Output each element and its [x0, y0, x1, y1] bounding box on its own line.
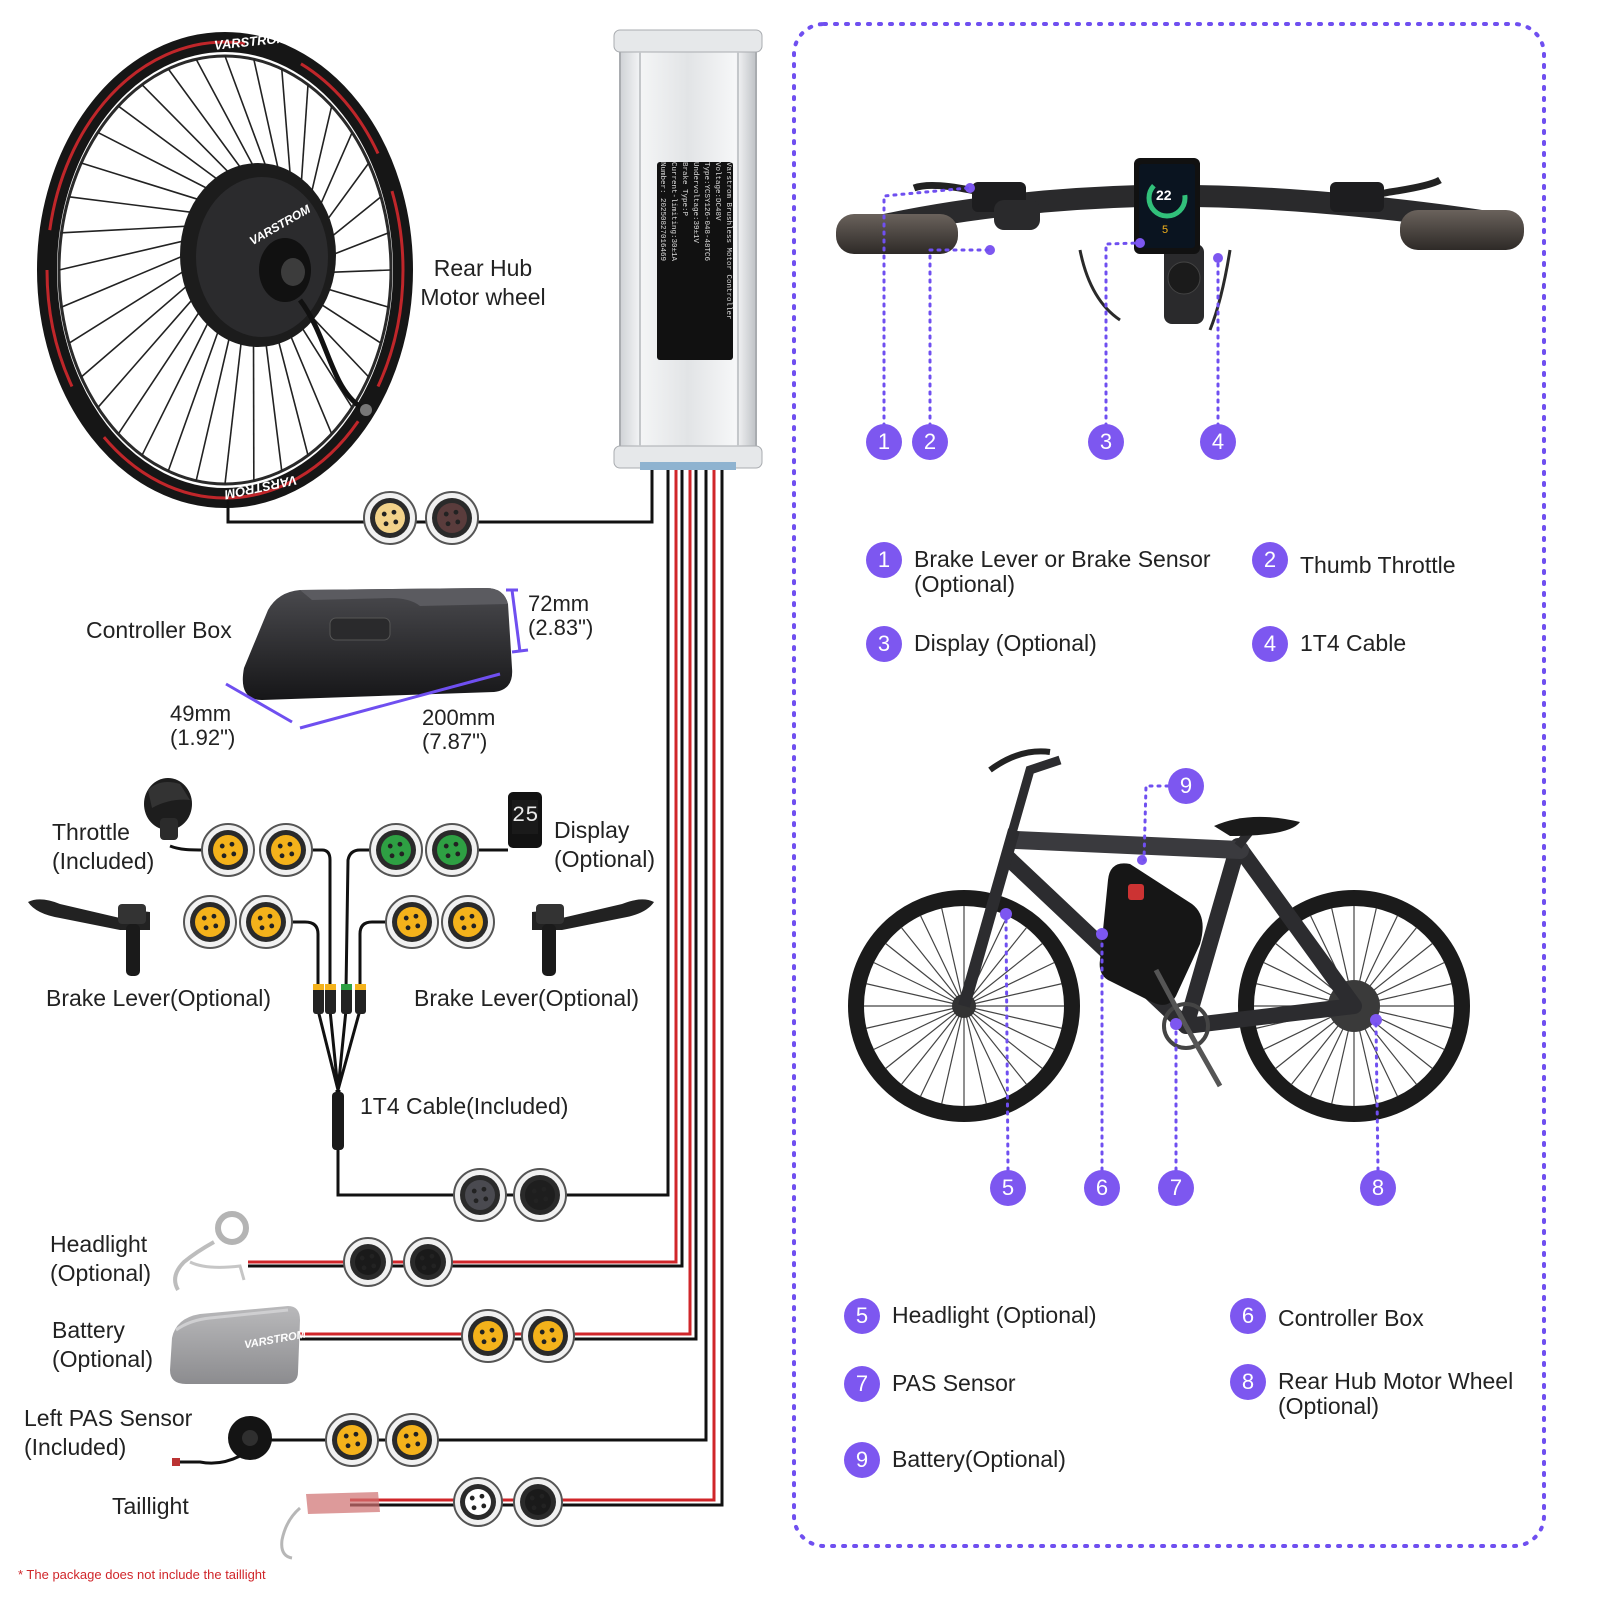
battery-illustration: [170, 1306, 300, 1384]
throttle-label: Throttle(Included): [52, 819, 155, 874]
connector: [385, 895, 439, 949]
legend-item-7: 7 PAS Sensor: [844, 1366, 1016, 1402]
display-level-readout: 5: [1162, 224, 1169, 236]
connector: [183, 895, 237, 949]
legend-item-9: 9 Battery(Optional): [844, 1442, 1066, 1478]
bike-callout-8: 8: [1360, 1170, 1396, 1206]
connector: [239, 895, 293, 949]
handlebar-photo: [836, 158, 1524, 331]
pas-sensor-illustration: [172, 1416, 272, 1466]
display-illustration: [508, 792, 542, 848]
dimension-height: 72mm(2.83"): [528, 591, 594, 640]
connector: [521, 1309, 575, 1363]
taillight-label: Taillight: [112, 1493, 189, 1519]
battery-label: Battery(Optional): [52, 1317, 153, 1372]
handlebar-leader-lines: [882, 186, 1220, 428]
legend-item-5: 5 Headlight (Optional): [844, 1298, 1097, 1334]
legend-item-4: 4 1T4 Cable: [1252, 626, 1406, 662]
controller-spec-line: Current-limiting:30±1A: [669, 162, 677, 262]
1t4-cable-plugs: [313, 984, 366, 1150]
controller-spec-line: Varstrom Brushless Motor Controller: [724, 162, 732, 320]
bike-callout-6: 6: [1084, 1170, 1120, 1206]
controller-spec-line: Type:YCSY126-048-48TC6: [702, 162, 710, 262]
display-label: Display(Optional): [554, 817, 655, 872]
brake-lever-left-illustration: [28, 899, 150, 976]
1t4-cable-label: 1T4 Cable(Included): [360, 1093, 569, 1119]
connector: [441, 895, 495, 949]
controller-spec-line: Brake Type:P: [680, 162, 688, 217]
connector: [453, 1477, 503, 1527]
connector: [453, 1168, 507, 1222]
brake-lever-left-label: Brake Lever(Optional): [46, 985, 271, 1011]
connector: [259, 823, 313, 877]
legend-item-6: 6 Controller Box: [1230, 1298, 1424, 1334]
headlight-illustration: [173, 1211, 249, 1291]
handlebar-callout-1: 1: [866, 424, 902, 460]
connector: [201, 823, 255, 877]
throttle-illustration: [144, 778, 192, 840]
handlebar-callout-4: 4: [1200, 424, 1236, 460]
bike-callout-7: 7: [1158, 1170, 1194, 1206]
bike-panel-frame: [792, 22, 1546, 1548]
pas-sensor-label: Left PAS Sensor(Included): [24, 1405, 193, 1460]
connector: [513, 1168, 567, 1222]
ebike-photo: [848, 748, 1470, 1122]
legend-item-2: 2 Thumb Throttle: [1252, 542, 1456, 578]
controller-spec-line: Number: 20250827016469: [658, 162, 666, 262]
connector: [385, 1413, 439, 1467]
controller-spec-line: Undervoltage:39±1V: [691, 162, 699, 244]
taillight-note: * The package does not include the taill…: [18, 1567, 266, 1582]
dimension-length: 200mm(7.87"): [422, 705, 496, 754]
dimension-depth: 49mm(1.92"): [170, 701, 236, 750]
controller-spec-line: Voltage:DC48V: [713, 162, 721, 221]
connector: [369, 823, 423, 877]
connector: [343, 1237, 393, 1287]
rear-hub-motor-wheel: [37, 32, 413, 508]
legend-item-3: 3 Display (Optional): [866, 626, 1097, 662]
connector: [461, 1309, 515, 1363]
brake-lever-right-label: Brake Lever(Optional): [414, 985, 639, 1011]
bike-callout-9: 9: [1168, 768, 1204, 804]
connector: [363, 491, 417, 545]
bike-callout-5: 5: [990, 1170, 1026, 1206]
legend-item-8: 8 Rear Hub Motor Wheel(Optional): [1230, 1364, 1513, 1419]
taillight-illustration: [280, 1492, 380, 1560]
connector: [425, 491, 479, 545]
connector: [425, 823, 479, 877]
handlebar-callout-2: 2: [912, 424, 948, 460]
legend-item-1: 1 Brake Lever or Brake Sensor(Optional): [866, 542, 1211, 597]
brake-lever-right-illustration: [532, 899, 654, 976]
bike-leader-lines: [1004, 784, 1380, 1172]
small-display-readout: 25: [512, 803, 539, 828]
controller-box: [225, 588, 529, 730]
connector-pairs: [183, 491, 575, 1527]
connector: [403, 1237, 453, 1287]
headlight-label: Headlight(Optional): [50, 1231, 151, 1286]
connector: [325, 1413, 379, 1467]
connector: [513, 1477, 563, 1527]
handlebar-callout-3: 3: [1088, 424, 1124, 460]
controller-box-label: Controller Box: [86, 617, 232, 643]
display-speed-readout: 22: [1156, 187, 1172, 203]
